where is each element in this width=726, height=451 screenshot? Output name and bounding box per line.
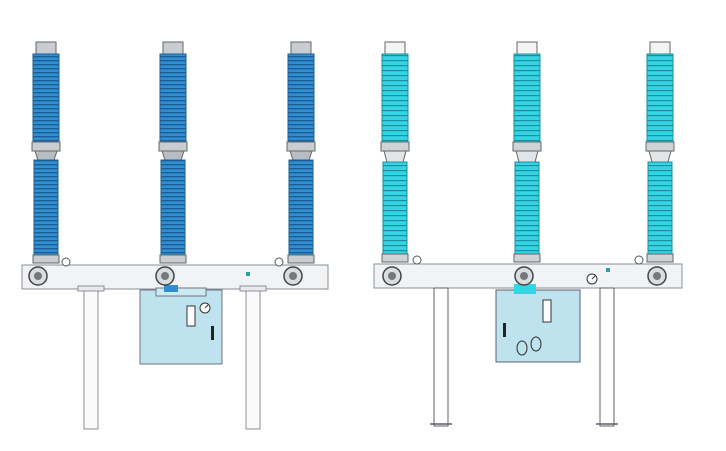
base-flange [287, 254, 315, 264]
flange-fitting-icon [158, 141, 188, 152]
base-flange [381, 253, 409, 263]
flange-fitting-icon [380, 141, 410, 152]
top-terminal-cap [35, 41, 57, 55]
interrupter-housing [161, 150, 185, 161]
top-terminal-cap [290, 41, 312, 55]
right-breaker-assembly [373, 41, 683, 427]
upper-insulator [381, 53, 409, 143]
pole-column-2 [155, 41, 188, 286]
upper-insulator [32, 53, 60, 143]
lower-insulator [288, 159, 314, 256]
flange-fitting-icon [512, 141, 542, 152]
hub-center [653, 272, 661, 280]
upper-insulator [646, 53, 674, 143]
support-leg [599, 287, 615, 427]
cabinet-handle [503, 323, 506, 337]
pole-column-2 [512, 41, 542, 286]
base-flange [513, 253, 541, 263]
top-terminal-cap [162, 41, 184, 55]
flange-fitting-icon [286, 141, 316, 152]
lower-insulator [382, 161, 408, 255]
top-terminal-cap [649, 41, 671, 55]
indicator-lamp-icon [246, 272, 250, 276]
pole-column-1 [28, 41, 61, 286]
hub-center [520, 272, 528, 280]
leg-cap [239, 285, 267, 292]
hub-center [161, 272, 169, 280]
bolt-icon [274, 257, 284, 267]
interrupter-housing [648, 150, 672, 163]
flange-fitting-icon [645, 141, 675, 152]
lower-insulator [514, 161, 540, 255]
pole-column-3 [283, 41, 316, 286]
indicator-lamp-icon [606, 268, 610, 272]
hub-center [34, 272, 42, 280]
support-leg [245, 288, 261, 430]
cabinet-window [542, 299, 552, 323]
pole-column-1 [380, 41, 410, 286]
top-terminal-cap [384, 41, 406, 55]
interrupter-housing [383, 150, 407, 163]
upper-insulator [287, 53, 315, 143]
upper-insulator [159, 53, 187, 143]
lower-insulator [160, 159, 186, 256]
cabinet-handle [211, 326, 214, 340]
operating-cabinet [495, 289, 581, 363]
leg-cap [77, 285, 105, 292]
top-terminal-cap [516, 41, 538, 55]
linkage-block [514, 284, 536, 294]
left-breaker-assembly [21, 41, 329, 430]
bolt-icon [634, 255, 644, 265]
support-leg [83, 288, 99, 430]
base-flange [159, 254, 187, 264]
lower-insulator [647, 161, 673, 255]
operating-cabinet [139, 289, 223, 365]
cabinet-port [530, 336, 542, 352]
pole-column-3 [645, 41, 675, 286]
gauge-needle [204, 304, 209, 309]
cabinet-top-flange [155, 287, 207, 297]
gauge-needle [591, 275, 596, 280]
interrupter-housing [34, 150, 58, 161]
upper-insulator [513, 53, 541, 143]
cabinet-window [186, 305, 196, 327]
interrupter-housing [515, 150, 539, 163]
flange-fitting-icon [31, 141, 61, 152]
linkage-block [164, 285, 178, 292]
lower-insulator [33, 159, 59, 256]
base-flange [646, 253, 674, 263]
interrupter-housing [289, 150, 313, 161]
cabinet-port [516, 340, 528, 356]
bolt-icon [412, 255, 422, 265]
bolt-icon [61, 257, 71, 267]
hub-center [388, 272, 396, 280]
support-leg [433, 287, 449, 427]
hub-center [289, 272, 297, 280]
base-flange [32, 254, 60, 264]
